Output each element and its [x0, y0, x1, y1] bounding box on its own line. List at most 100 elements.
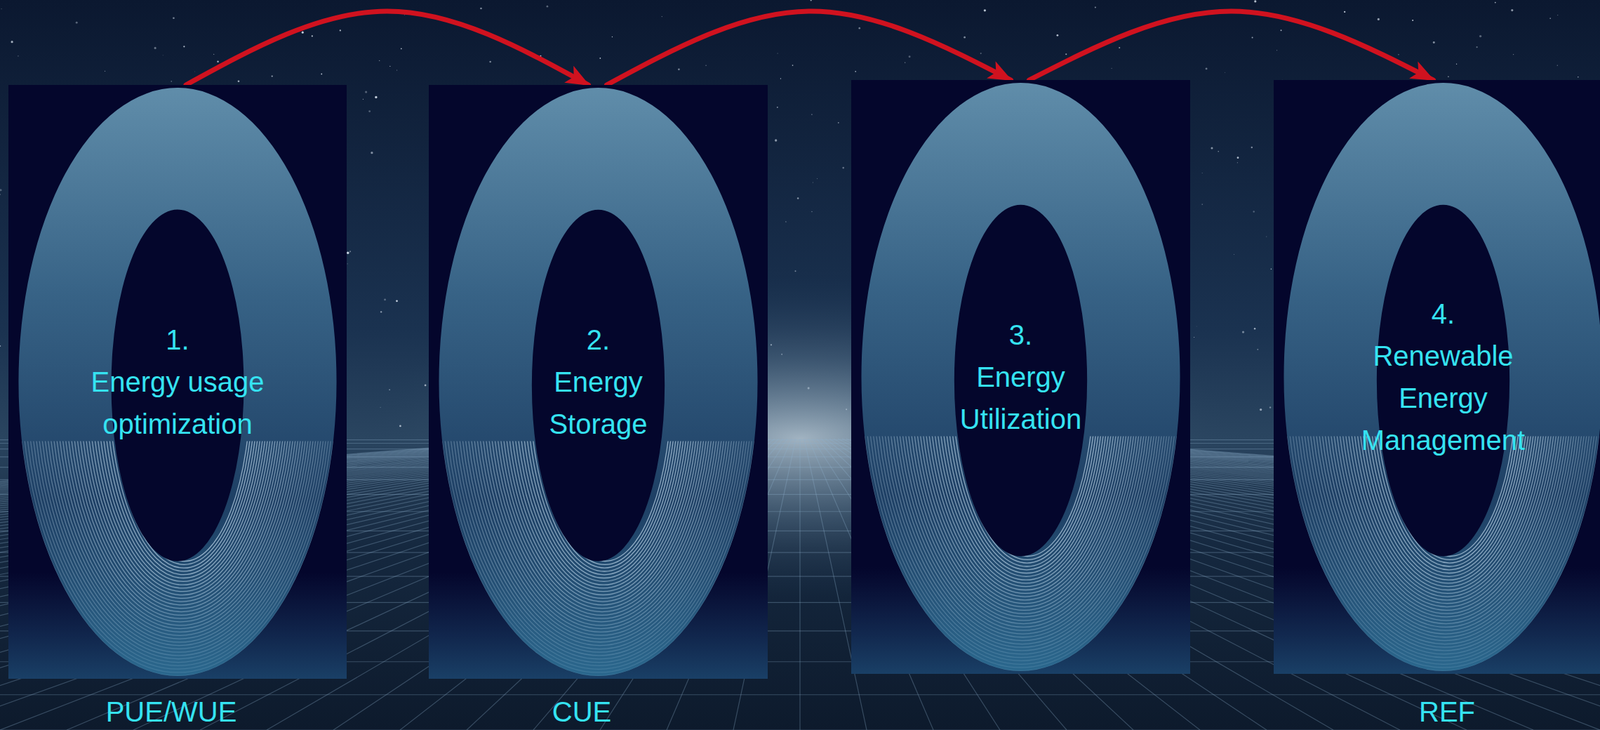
metric-label: PUE/WUE: [105, 696, 238, 728]
star: [1259, 408, 1262, 411]
stage-panel: 1.Energy usage optimization: [8, 84, 347, 679]
star: [1217, 150, 1219, 153]
star: [0, 193, 1, 196]
star: [705, 64, 707, 66]
star: [1254, 327, 1256, 330]
star: [301, 31, 304, 34]
ring-line: [103, 441, 264, 579]
star: [154, 47, 157, 50]
star: [320, 73, 323, 76]
ring-line: [937, 436, 1115, 584]
star: [842, 167, 845, 170]
star: [1269, 406, 1271, 408]
star: [162, 54, 164, 57]
star: [1252, 210, 1255, 212]
star: [1193, 336, 1195, 338]
star: [963, 36, 966, 39]
text-stack: 4.Renewable Energy Management: [1273, 80, 1600, 674]
star: [983, 9, 986, 12]
star: [1065, 53, 1067, 55]
star: [404, 14, 405, 16]
star: [1056, 34, 1059, 37]
text-stack: 3.Energy Utilization: [851, 80, 1191, 674]
stage-number: 1.: [165, 318, 189, 361]
star: [1251, 36, 1254, 38]
star: [346, 251, 349, 255]
star: [349, 250, 351, 252]
star: [1280, 29, 1283, 31]
star: [183, 45, 185, 48]
ring-line: [515, 441, 692, 589]
star: [0, 188, 3, 191]
stage-panel: 3.Energy Utilization: [851, 80, 1191, 674]
ring-line: [100, 441, 266, 582]
star: [811, 181, 814, 184]
star: [489, 61, 492, 64]
star: [816, 177, 818, 179]
star: [1254, 0, 1257, 3]
star: [400, 47, 403, 50]
ring-line: [943, 436, 1109, 577]
star: [1201, 172, 1203, 175]
star: [389, 65, 391, 67]
ring-line: [520, 441, 687, 582]
grid-line: [799, 438, 800, 730]
ring-line: [94, 441, 271, 589]
star: [1512, 54, 1514, 55]
text-stack: 2.Energy Storage: [428, 84, 768, 679]
star: [1494, 2, 1497, 4]
star: [213, 54, 215, 55]
star: [1094, 6, 1097, 8]
star: [600, 57, 602, 59]
star: [480, 7, 483, 10]
star: [908, 55, 911, 58]
star: [347, 263, 349, 264]
star: [1557, 65, 1558, 66]
grid-line: [0, 694, 1600, 695]
stage-title: Energy Storage: [505, 360, 692, 445]
ring-fog: [1273, 567, 1600, 674]
stage-title: Renewable Energy Management: [1350, 334, 1537, 462]
star: [792, 64, 794, 66]
star: [1195, 325, 1198, 328]
ring-fog: [851, 567, 1191, 674]
star: [374, 96, 377, 99]
star: [1377, 18, 1380, 21]
star: [75, 21, 78, 24]
star: [311, 35, 313, 37]
star: [858, 27, 861, 30]
star: [170, 80, 172, 83]
star: [980, 52, 982, 55]
star: [546, 5, 549, 8]
star: [780, 77, 782, 79]
star: [380, 310, 382, 313]
star: [1397, 54, 1400, 56]
star: [1276, 49, 1278, 52]
star: [370, 151, 373, 154]
ring-line: [1365, 436, 1532, 577]
star: [1210, 146, 1213, 149]
star: [1343, 11, 1346, 13]
star: [785, 221, 786, 222]
ring-illustration: [1273, 80, 1600, 674]
ring-fog: [8, 571, 347, 679]
star: [1411, 19, 1414, 22]
ring-line: [524, 441, 685, 579]
star: [1242, 330, 1245, 333]
star: [1447, 75, 1449, 77]
star: [1479, 35, 1482, 38]
flow-arrow: [185, 11, 589, 85]
text-stack: 1.Energy usage optimization: [8, 84, 347, 679]
stage-title: Energy usage optimization: [84, 360, 271, 445]
ring-line: [940, 436, 1112, 581]
star: [1256, 348, 1259, 351]
star: [795, 270, 797, 272]
star: [854, 70, 857, 73]
star: [237, 80, 240, 83]
star: [1577, 76, 1579, 78]
star: [1475, 46, 1478, 48]
metric-label: CUE: [552, 696, 612, 728]
star: [774, 138, 777, 142]
star: [837, 122, 840, 124]
star: [776, 106, 779, 109]
